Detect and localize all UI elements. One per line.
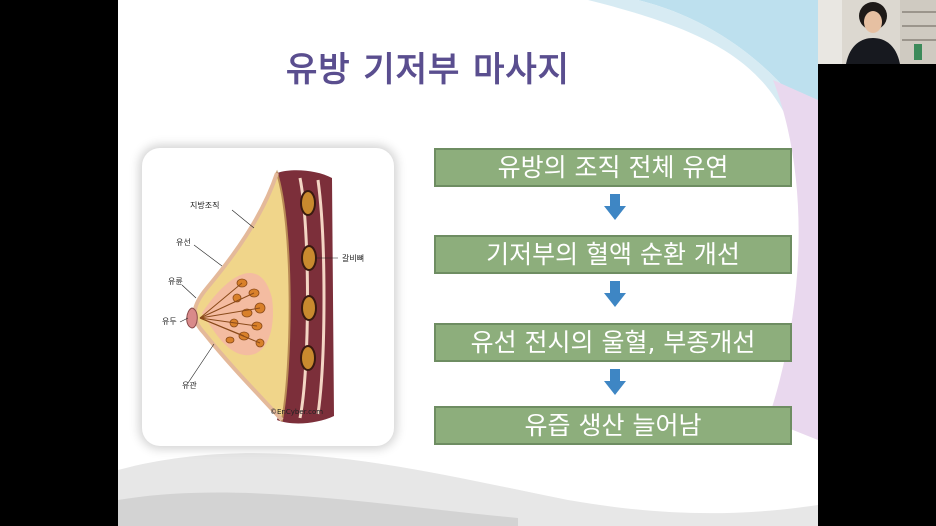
label-fat-tissue: 지방조직	[190, 200, 219, 210]
label-nipple: 유두	[162, 317, 177, 326]
presenter-webcam-thumbnail[interactable]	[818, 0, 936, 64]
breast-anatomy-illustration: 지방조직 유선 유륜 유두 유관 갈비뼈 ©EnCyber.com	[162, 169, 364, 424]
breast-anatomy-figure: 지방조직 유선 유륜 유두 유관 갈비뼈 ©EnCyber.com	[142, 148, 394, 446]
down-arrow-icon	[604, 281, 626, 307]
presentation-slide: 유방 기저부 마사지	[118, 0, 818, 526]
slide-title: 유방 기저부 마사지	[286, 50, 570, 90]
label-areola: 유륜	[168, 277, 183, 286]
slide-decoration	[118, 0, 818, 526]
label-rib: 갈비뼈	[342, 253, 364, 263]
process-step-4: 유즙 생산 늘어남	[434, 406, 792, 445]
presenter-video-icon	[818, 0, 936, 64]
process-step-1: 유방의 조직 전체 유연	[434, 148, 792, 187]
process-step-3: 유선 전시의 울혈, 부종개선	[434, 323, 792, 362]
down-arrow-icon	[604, 194, 626, 220]
label-duct: 유관	[182, 380, 197, 390]
label-gland: 유선	[176, 238, 191, 247]
process-step-2: 기저부의 혈액 순환 개선	[434, 235, 792, 274]
figure-credit: ©EnCyber.com	[270, 408, 323, 416]
down-arrow-icon	[604, 369, 626, 395]
